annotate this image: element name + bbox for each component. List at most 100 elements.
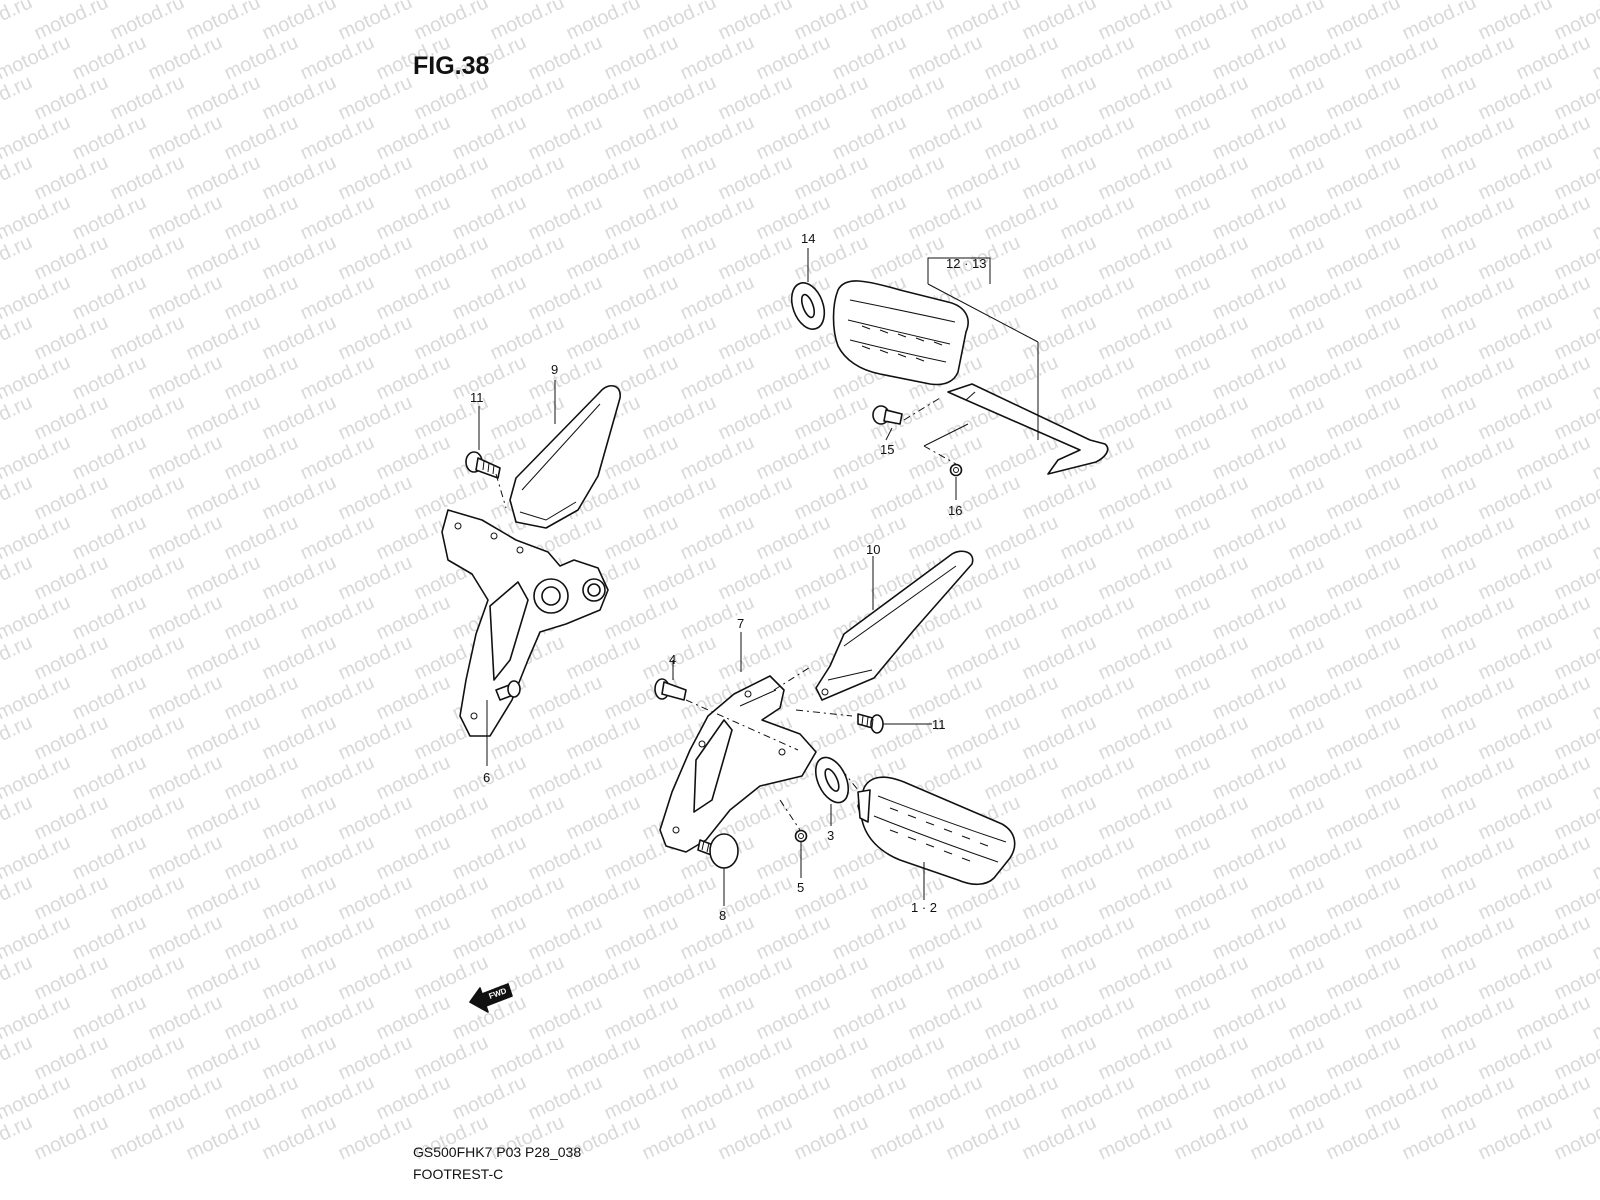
watermark-text: motod.ru (1209, 191, 1290, 244)
watermark-text: motod.ru (1475, 1111, 1556, 1164)
watermark-text: motod.ru (677, 911, 758, 964)
watermark-text: motod.ru (297, 511, 378, 564)
watermark-text: motod.ru (639, 231, 720, 284)
watermark-text: motod.ru (1589, 831, 1600, 884)
watermark-text: motod.ru (1171, 791, 1252, 844)
watermark-text: motod.ru (335, 951, 416, 1004)
watermark-text: motod.ru (791, 71, 872, 124)
clip-16 (949, 463, 963, 477)
watermark-text: motod.ru (563, 71, 644, 124)
watermark-text: motod.ru (1475, 551, 1556, 604)
watermark-text: motod.ru (1095, 151, 1176, 204)
watermark-text: motod.ru (1171, 151, 1252, 204)
watermark-text: motod.ru (107, 711, 188, 764)
watermark-text: motod.ru (601, 591, 682, 644)
watermark-text: motod.ru (867, 1111, 948, 1164)
watermark-text: motod.ru (1133, 351, 1214, 404)
watermark-text: motod.ru (1019, 631, 1100, 684)
watermark-text: motod.ru (31, 391, 112, 444)
watermark-text: motod.ru (1437, 111, 1518, 164)
watermark-text: motod.ru (867, 951, 948, 1004)
watermark-text: motod.ru (69, 1071, 150, 1124)
watermark-text: motod.ru (677, 351, 758, 404)
watermark-text: motod.ru (1589, 511, 1600, 564)
watermark-text: motod.ru (297, 991, 378, 1044)
watermark-text: motod.ru (1057, 511, 1138, 564)
watermark-text: motod.ru (905, 911, 986, 964)
watermark-text: motod.ru (1475, 711, 1556, 764)
watermark-text: motod.ru (1019, 551, 1100, 604)
watermark-text: motod.ru (1057, 351, 1138, 404)
watermark-text: motod.ru (753, 111, 834, 164)
watermark-text: motod.ru (183, 1111, 264, 1164)
watermark-text: motod.ru (145, 751, 226, 804)
watermark-text: motod.ru (1057, 31, 1138, 84)
watermark-text: motod.ru (563, 311, 644, 364)
watermark-text: motod.ru (1323, 631, 1404, 684)
watermark-text: motod.ru (867, 871, 948, 924)
callout-5: 5 (797, 880, 804, 895)
watermark-text: motod.ru (335, 871, 416, 924)
watermark-text: motod.ru (1513, 31, 1594, 84)
watermark-text: motod.ru (601, 511, 682, 564)
watermark-text: motod.ru (829, 1071, 910, 1124)
watermark-text: motod.ru (1019, 791, 1100, 844)
watermark-text: motod.ru (1171, 871, 1252, 924)
watermark-text: motod.ru (1513, 111, 1594, 164)
watermark-text: motod.ru (69, 831, 150, 884)
watermark-text: motod.ru (715, 151, 796, 204)
watermark-text: motod.ru (1057, 911, 1138, 964)
watermark-text: motod.ru (601, 671, 682, 724)
watermark-text: motod.ru (1095, 871, 1176, 924)
watermark-text: motod.ru (1133, 911, 1214, 964)
watermark-text: motod.ru (221, 911, 302, 964)
callout-10: 10 (866, 542, 880, 557)
watermark-text: motod.ru (1209, 1071, 1290, 1124)
watermark-text: motod.ru (373, 671, 454, 724)
heel-guard-10 (815, 550, 974, 701)
watermark-text: motod.ru (753, 911, 834, 964)
watermark-text: motod.ru (1323, 551, 1404, 604)
callout-7: 7 (737, 616, 744, 631)
watermark-text: motod.ru (1019, 0, 1100, 45)
watermark-text: motod.ru (373, 511, 454, 564)
watermark-text: motod.ru (183, 231, 264, 284)
watermark-text: motod.ru (1247, 0, 1328, 45)
watermark-text: motod.ru (259, 391, 340, 444)
watermark-text: motod.ru (563, 231, 644, 284)
callout-15: 15 (880, 442, 894, 457)
watermark-text: motod.ru (411, 871, 492, 924)
watermark-text: motod.ru (183, 471, 264, 524)
watermark-text: motod.ru (715, 231, 796, 284)
watermark-text: motod.ru (297, 591, 378, 644)
right-bracket-assembly (654, 550, 1016, 906)
watermark-text: motod.ru (753, 431, 834, 484)
watermark-text: motod.ru (1589, 31, 1600, 84)
watermark-text: motod.ru (1171, 391, 1252, 444)
watermark-text: motod.ru (677, 431, 758, 484)
watermark-text: motod.ru (1323, 951, 1404, 1004)
watermark-text: motod.ru (1513, 991, 1594, 1044)
watermark-text: motod.ru (905, 511, 986, 564)
watermark-text: motod.ru (1399, 951, 1480, 1004)
watermark-text: motod.ru (183, 791, 264, 844)
watermark-text: motod.ru (69, 351, 150, 404)
watermark-text: motod.ru (221, 671, 302, 724)
watermark-text: motod.ru (1209, 351, 1290, 404)
watermark-text: motod.ru (69, 431, 150, 484)
watermark-text: motod.ru (1095, 71, 1176, 124)
callout-16: 16 (948, 503, 962, 518)
watermark-text: motod.ru (1589, 671, 1600, 724)
watermark-text: motod.ru (1323, 1031, 1404, 1084)
watermark-text: motod.ru (1247, 1111, 1328, 1164)
main-bracket-left (441, 509, 609, 737)
watermark-text: motod.ru (1247, 471, 1328, 524)
watermark-text: motod.ru (1171, 311, 1252, 364)
watermark-text: motod.ru (639, 471, 720, 524)
watermark-text: motod.ru (791, 0, 872, 45)
watermark-text: motod.ru (525, 191, 606, 244)
watermark-text: motod.ru (1475, 0, 1556, 45)
watermark-text: motod.ru (677, 31, 758, 84)
watermark-text: motod.ru (1133, 751, 1214, 804)
watermark-text: motod.ru (981, 591, 1062, 644)
